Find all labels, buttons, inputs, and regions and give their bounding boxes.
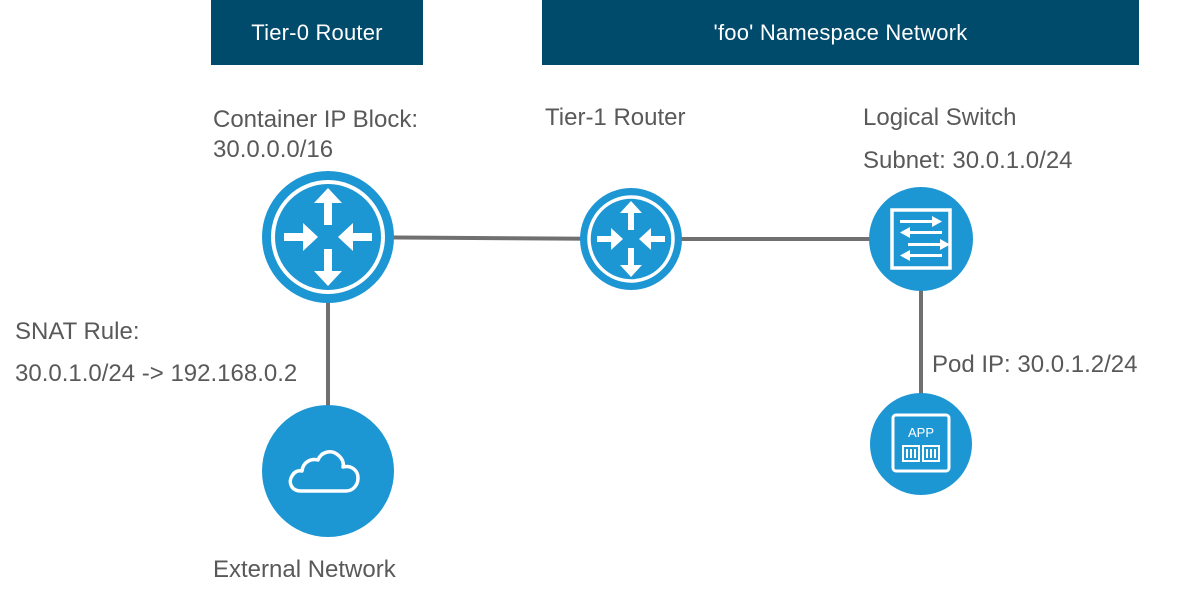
- tier0-router-banner: Tier-0 Router: [211, 0, 423, 65]
- app-pod-icon: APP: [870, 393, 972, 495]
- namespace-network-banner: 'foo' Namespace Network: [542, 0, 1139, 65]
- container-ip-block-title: Container IP Block:: [213, 106, 418, 133]
- logical-switch-icon: [869, 187, 973, 291]
- snat-rule-value: 30.0.1.0/24 -> 192.168.0.2: [15, 360, 298, 387]
- snat-rule-title: SNAT Rule:: [15, 318, 140, 345]
- pod-ip-label: Pod IP: 30.0.1.2/24: [932, 351, 1138, 378]
- subnet-label: Subnet: 30.0.1.0/24: [863, 147, 1073, 174]
- cloud-icon: [262, 405, 394, 537]
- tier1-router-label: Tier-1 Router: [545, 104, 686, 131]
- tier1-router-icon: [580, 188, 682, 290]
- external-network-label: External Network: [213, 556, 396, 583]
- container-ip-block-value: 30.0.0.0/16: [213, 136, 334, 163]
- tier0-router-icon: [262, 171, 394, 303]
- logical-switch-label: Logical Switch: [863, 104, 1017, 131]
- app-badge-label: APP: [908, 425, 934, 440]
